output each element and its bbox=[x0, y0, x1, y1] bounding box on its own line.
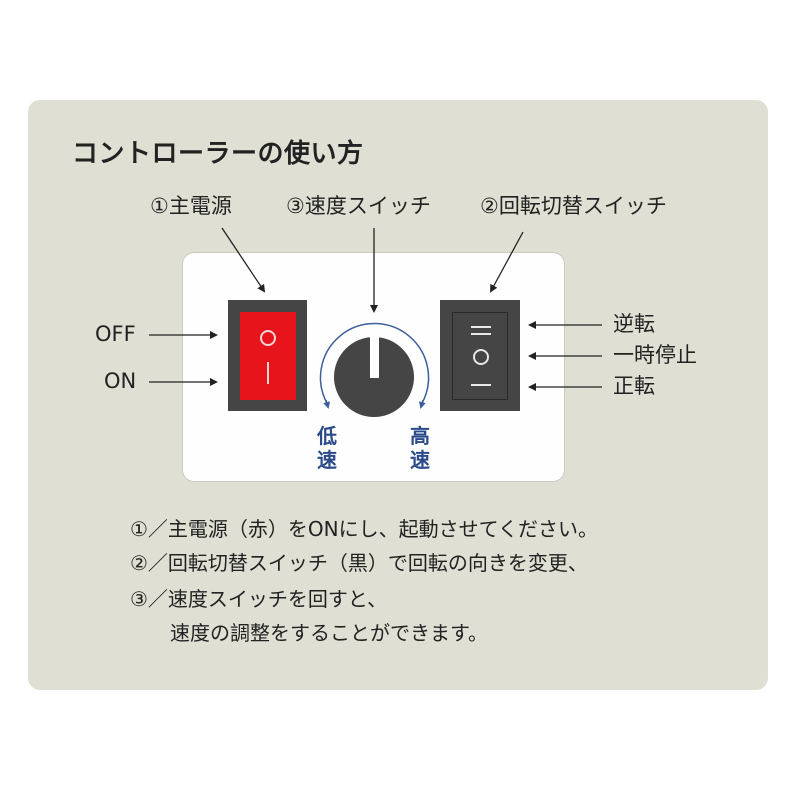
instruction-line-1: ①／主電源（赤）をONにし、起動させてください。 bbox=[130, 517, 599, 541]
power-switch[interactable] bbox=[228, 300, 307, 411]
pause-label: 一時停止 bbox=[613, 343, 697, 367]
knob-indicator-icon bbox=[370, 337, 379, 378]
rotation-switch-rocker[interactable] bbox=[452, 312, 508, 400]
low-speed-label: 低速 bbox=[317, 424, 337, 472]
callout-rotation-switch: ②回転切替スイッチ bbox=[480, 194, 667, 218]
callout-speed-switch: ③速度スイッチ bbox=[286, 194, 431, 218]
high-speed-label: 高速 bbox=[410, 424, 430, 472]
forward-symbol-icon bbox=[471, 384, 491, 386]
off-label: OFF bbox=[95, 322, 136, 346]
on-label: ON bbox=[104, 369, 137, 393]
instruction-line-3: ③／速度スイッチを回すと、 bbox=[130, 587, 388, 611]
on-symbol-icon bbox=[267, 362, 269, 384]
reverse-symbol-line1-icon bbox=[471, 326, 491, 328]
page-title: コントローラーの使い方 bbox=[72, 139, 364, 169]
callout-main-power: ①主電源 bbox=[150, 194, 232, 218]
instruction-line-4: 速度の調整をすることができます。 bbox=[130, 621, 488, 645]
pause-symbol-icon bbox=[473, 349, 489, 365]
power-switch-rocker[interactable] bbox=[240, 312, 296, 400]
instruction-line-2: ②／回転切替スイッチ（黒）で回転の向きを変更、 bbox=[130, 551, 588, 575]
speed-knob[interactable] bbox=[334, 337, 414, 417]
rotation-switch[interactable] bbox=[440, 300, 520, 411]
reverse-symbol-line2-icon bbox=[471, 333, 491, 335]
forward-label: 正転 bbox=[613, 374, 655, 398]
off-symbol-icon bbox=[260, 330, 276, 346]
reverse-label: 逆転 bbox=[613, 312, 655, 336]
